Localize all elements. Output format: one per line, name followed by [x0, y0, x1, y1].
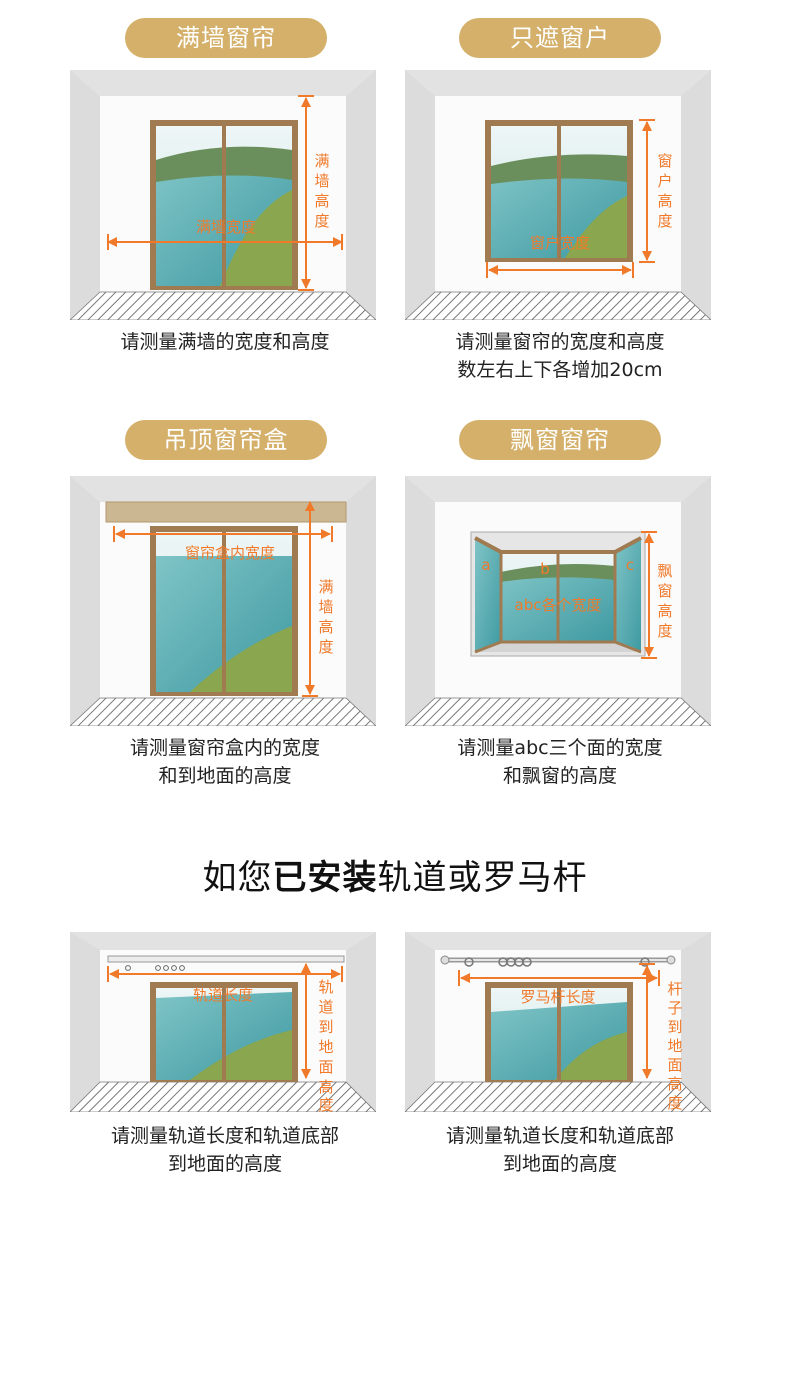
height-label-char: 户: [657, 172, 672, 190]
height-label-char: 高: [318, 618, 333, 636]
height-label-char: 高: [318, 1078, 333, 1096]
scene-bay-window: a b c abc各个宽度 飘 窗 高 度: [405, 476, 711, 726]
scene-roman-rod: 罗马杆长度 杆 子 到 地 面 高 度: [405, 932, 711, 1112]
height-label-char: 高: [314, 192, 329, 210]
height-label-char: 窗: [657, 582, 672, 600]
curtain-box: [105, 501, 347, 523]
height-label-char: 高: [667, 1075, 682, 1093]
height-label-char: 度: [667, 1094, 682, 1112]
roman-rod: [440, 955, 676, 967]
side-label-a: a: [481, 556, 490, 574]
caption-line: 请测量满墙的宽度和高度: [120, 331, 330, 353]
caption-roman-rod: 请测量轨道长度和轨道底部 到地面的高度: [380, 1122, 740, 1178]
scene-track: 轨道长度 轨 道 到 地 面 高 度: [70, 932, 376, 1112]
height-label-char: 度: [657, 622, 672, 640]
height-label-char: 地: [667, 1037, 682, 1055]
height-label-char: 窗: [657, 152, 672, 170]
height-label-char: 面: [667, 1056, 682, 1074]
height-label-char: 高: [657, 192, 672, 210]
side-label-b: b: [540, 560, 550, 578]
caption-line: 请测量轨道长度和轨道底部: [110, 1125, 339, 1147]
caption-line: 到地面的高度: [502, 1153, 617, 1175]
diagram-bay-window: a b c abc各个宽度 飘 窗 高 度: [405, 476, 711, 726]
height-label-char: 到: [667, 1018, 682, 1036]
window-window-only: [485, 120, 633, 262]
diagram-window-only: 窗户宽度 窗 户 高 度: [405, 70, 711, 320]
caption-ceiling-box: 请测量窗帘盒内的宽度 和到地面的高度: [45, 734, 405, 790]
height-label-char: 飘: [657, 562, 672, 580]
width-label: 窗户宽度: [530, 234, 590, 252]
title-pill-full-wall: 满墙窗帘: [125, 18, 327, 58]
section-title-suffix: 轨道或罗马杆: [377, 858, 588, 898]
side-label-c: c: [626, 556, 634, 574]
diagram-roman-rod: 罗马杆长度 杆 子 到 地 面 高 度: [405, 932, 711, 1112]
scene-ceiling-box: 窗帘盒内宽度 满 墙 高 度: [70, 476, 376, 726]
caption-line: 数左右上下各增加20cm: [457, 359, 663, 381]
caption-line: 请测量窗帘盒内的宽度: [129, 737, 320, 759]
section-title: 如您已安装轨道或罗马杆: [0, 856, 790, 900]
height-label-char: 高: [657, 602, 672, 620]
height-label-char: 度: [318, 638, 333, 656]
height-label-char: 地: [318, 1038, 333, 1056]
caption-line: 到地面的高度: [167, 1153, 282, 1175]
height-label-char: 轨: [318, 978, 333, 996]
height-label-char: 满: [318, 578, 333, 596]
scene-window-only: 窗户宽度 窗 户 高 度: [405, 70, 711, 320]
caption-line: 请测量轨道长度和轨道底部: [445, 1125, 674, 1147]
height-label-char: 度: [314, 212, 329, 230]
window-ceiling-box: [150, 526, 298, 696]
height-label-char: 子: [667, 999, 682, 1017]
height-label-char: 墙: [318, 598, 333, 616]
height-label-char: 度: [657, 212, 672, 230]
caption-bay-window: 请测量abc三个面的宽度 和飘窗的高度: [380, 734, 740, 790]
width-label: 满墙宽度: [196, 218, 256, 236]
width-label: 窗帘盒内宽度: [185, 544, 275, 562]
window-track: [150, 982, 298, 1082]
caption-line: 和到地面的高度: [158, 765, 292, 787]
diagram-track: 轨道长度 轨 道 到 地 面 高 度: [70, 932, 376, 1112]
section-title-prefix: 如您: [202, 858, 273, 898]
scene-full-wall: 满墙宽度 满 墙 高 度: [70, 70, 376, 320]
title-pill-ceiling-box: 吊顶窗帘盒: [125, 420, 327, 460]
caption-line: 和飘窗的高度: [502, 765, 617, 787]
height-label-char: 墙: [314, 172, 329, 190]
title-pill-bay-window: 飘窗窗帘: [459, 420, 661, 460]
height-label-char: 杆: [667, 980, 682, 998]
title-pill-window-only: 只遮窗户: [459, 18, 661, 58]
height-label-char: 道: [318, 998, 333, 1016]
width-label: 轨道长度: [193, 986, 253, 1004]
caption-line: 请测量abc三个面的宽度: [457, 737, 663, 759]
caption-track: 请测量轨道长度和轨道底部 到地面的高度: [45, 1122, 405, 1178]
height-label-char: 满: [314, 152, 329, 170]
width-label: abc各个宽度: [515, 596, 602, 614]
bay-window: [470, 531, 646, 657]
height-label-char: 度: [318, 1096, 333, 1112]
width-label: 罗马杆长度: [520, 988, 595, 1006]
caption-window-only: 请测量窗帘的宽度和高度 数左右上下各增加20cm: [380, 328, 740, 384]
window-full-wall: [150, 120, 298, 290]
diagram-ceiling-box: 窗帘盒内宽度 满 墙 高 度: [70, 476, 376, 726]
height-label-char: 到: [318, 1018, 333, 1036]
height-label-char: 面: [318, 1058, 333, 1076]
caption-full-wall: 请测量满墙的宽度和高度: [45, 328, 405, 356]
window-roman-rod: [485, 982, 633, 1082]
diagram-full-wall: 满墙宽度 满 墙 高 度: [70, 70, 376, 320]
section-title-bold: 已安装: [272, 858, 378, 898]
caption-line: 请测量窗帘的宽度和高度: [455, 331, 665, 353]
